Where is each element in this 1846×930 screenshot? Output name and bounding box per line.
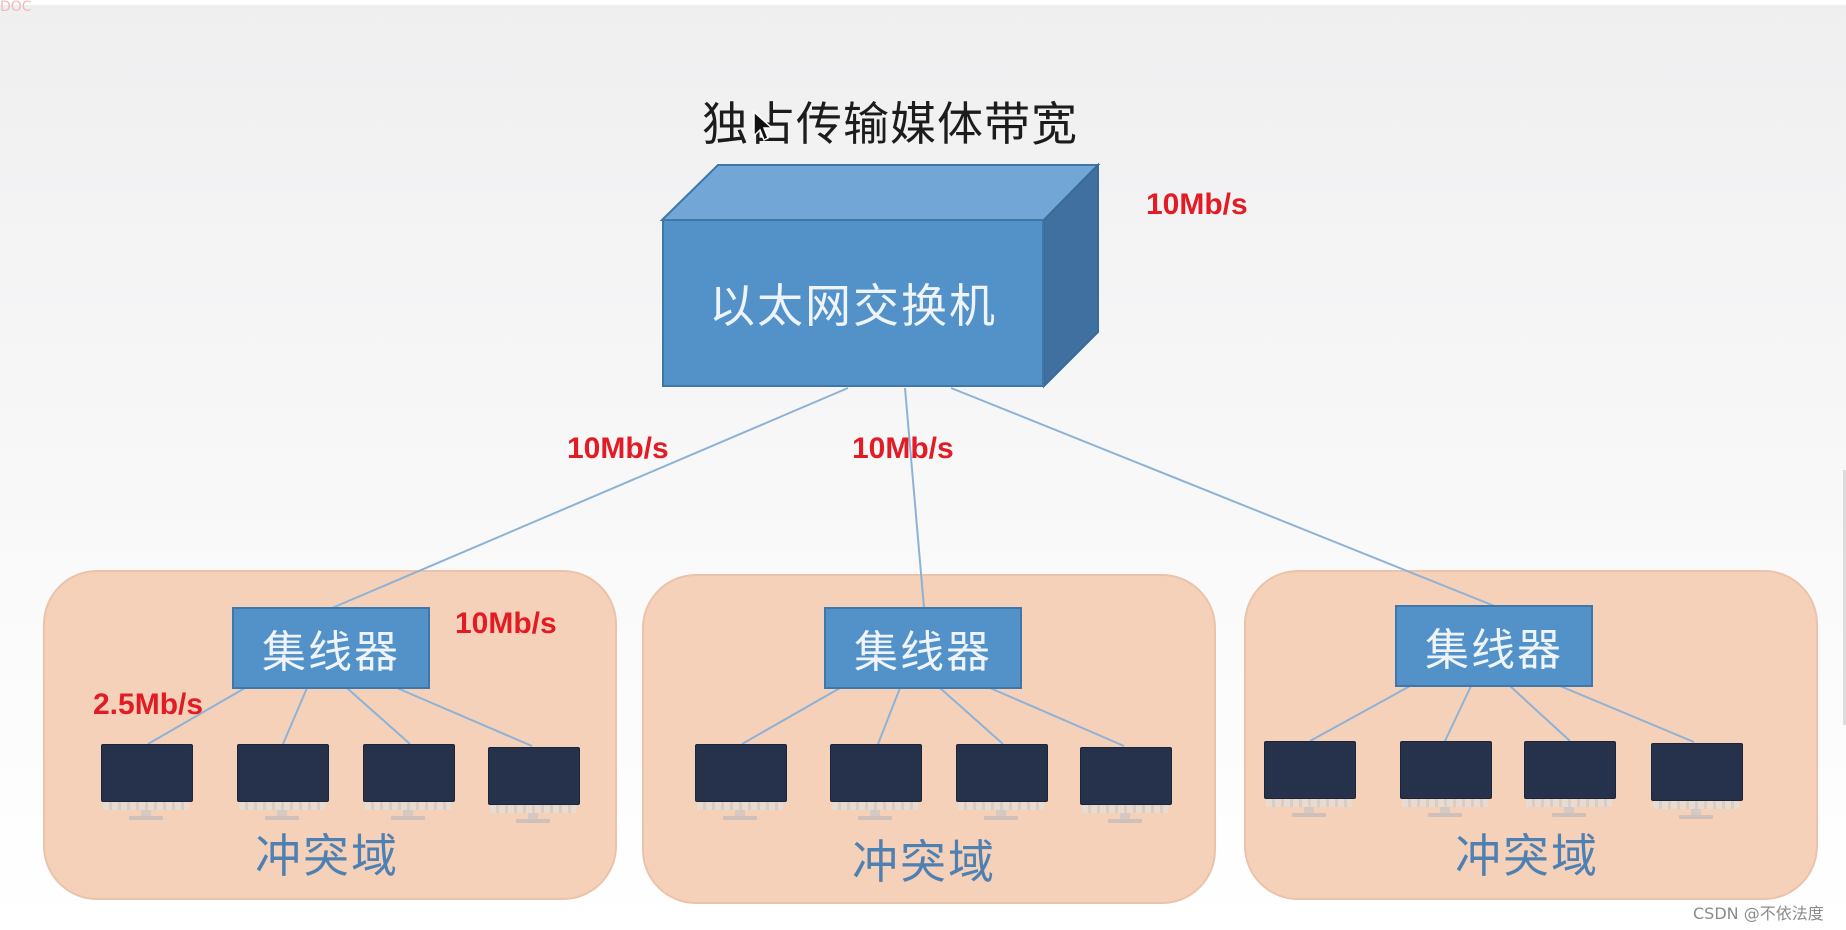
hub-3: 集线器	[1395, 605, 1593, 687]
rate-hub-left: 10Mb/s	[455, 607, 557, 640]
collision-domain-label-1: 冲突域	[255, 829, 399, 883]
host-computer-icon	[1080, 747, 1172, 831]
host-computer-icon	[237, 744, 329, 828]
link-hub2-host3	[939, 687, 1004, 745]
host-computer-icon	[488, 747, 580, 831]
link-hub1-host4	[396, 687, 533, 747]
host-computer-icon	[101, 744, 193, 828]
host-computer-icon	[1651, 743, 1743, 827]
switch-side-face	[1043, 162, 1099, 389]
link-hub3-host3	[1509, 685, 1571, 742]
link-switch-hub-1	[331, 387, 849, 609]
corner-mark: DOC	[0, 0, 32, 15]
rate-host-left: 2.5Mb/s	[93, 688, 204, 721]
host-computer-icon	[956, 744, 1048, 828]
switch-top-face	[659, 164, 1101, 221]
rate-link-left: 10Mb/s	[567, 432, 669, 465]
link-hub1-host2	[282, 687, 308, 745]
diagram-title: 独占传输媒体带宽	[702, 97, 1078, 151]
link-switch-hub-3	[950, 387, 1498, 608]
right-edge-strip	[1843, 470, 1846, 725]
rate-switch: 10Mb/s	[1146, 188, 1248, 221]
collision-domain-label-2: 冲突域	[852, 835, 996, 889]
watermark: CSDN @不依法度	[1693, 904, 1824, 923]
hub-1: 集线器	[232, 607, 430, 689]
link-hub1-host3	[346, 687, 411, 745]
link-hub2-host2	[877, 687, 901, 745]
host-computer-icon	[1524, 741, 1616, 825]
host-computer-icon	[695, 744, 787, 828]
link-hub3-host4	[1559, 685, 1695, 743]
host-computer-icon	[363, 744, 455, 828]
rate-link-middle: 10Mb/s	[852, 432, 954, 465]
host-computer-icon	[1400, 741, 1492, 825]
ethernet-switch: 以太网交换机	[662, 219, 1044, 387]
hub-2: 集线器	[824, 607, 1022, 689]
link-hub1-host1	[147, 687, 246, 745]
mouse-cursor-icon	[753, 110, 772, 142]
link-hub3-host1	[1309, 685, 1411, 742]
collision-domain-3	[1244, 570, 1818, 900]
top-border	[0, 0, 1846, 5]
link-switch-hub-2	[904, 387, 925, 609]
host-computer-icon	[830, 744, 922, 828]
link-hub2-host1	[741, 687, 841, 745]
host-computer-icon	[1264, 741, 1356, 825]
collision-domain-label-3: 冲突域	[1455, 829, 1599, 883]
link-hub2-host4	[989, 687, 1125, 747]
link-hub3-host2	[1444, 685, 1472, 742]
